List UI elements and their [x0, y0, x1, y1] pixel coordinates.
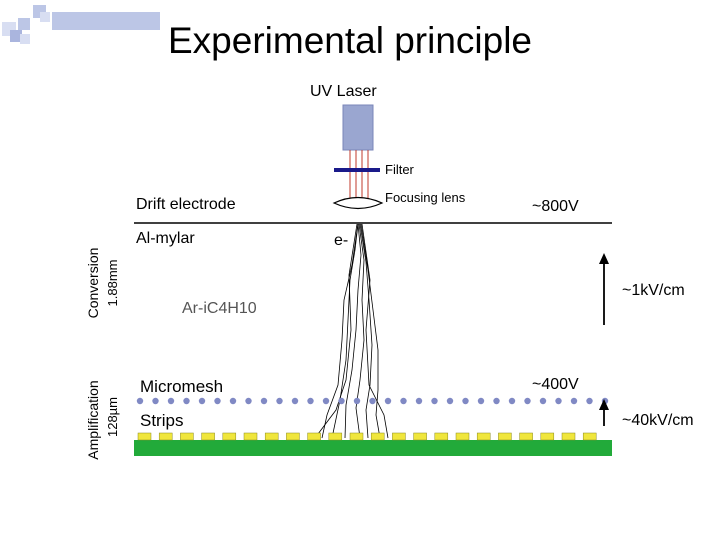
mesh-dot — [369, 397, 376, 405]
drift-voltage-label: ~800V — [532, 198, 579, 215]
mesh-dot — [229, 397, 237, 405]
mesh-dot — [477, 397, 485, 405]
readout-strip — [286, 432, 300, 441]
readout-strip — [413, 432, 427, 441]
mesh-dot — [446, 397, 454, 405]
readout-strip — [540, 432, 555, 441]
mesh-dot — [415, 397, 423, 405]
readout-strip — [307, 432, 321, 441]
readout-strips — [137, 432, 597, 441]
gas-label: Ar-iC4H10 — [182, 300, 257, 317]
mesh-dot — [539, 397, 547, 405]
readout-strip — [243, 432, 258, 441]
mesh-dot — [400, 397, 407, 405]
mesh-dot — [276, 397, 283, 405]
mesh-dot — [384, 397, 392, 405]
strips-label: Strips — [140, 411, 184, 430]
readout-strip — [158, 432, 173, 441]
mesh-dot — [322, 397, 330, 405]
electron-label: e- — [334, 232, 349, 249]
mesh-dot — [198, 397, 206, 405]
mesh-dot — [167, 397, 175, 405]
decorative-squares — [0, 0, 170, 60]
readout-strip — [222, 432, 237, 441]
uv-laser — [342, 104, 374, 151]
readout-strip — [349, 432, 364, 441]
micromesh-dots — [136, 397, 609, 405]
mesh-dot — [462, 397, 469, 405]
mesh-dot — [214, 397, 221, 405]
readout-strip — [498, 432, 512, 441]
mesh-dot — [586, 397, 593, 405]
uv-laser-label: UV Laser — [310, 83, 377, 100]
drift-field-label: ~1kV/cm — [622, 282, 685, 299]
filter-label: Filter — [385, 162, 414, 177]
readout-strip — [370, 432, 385, 441]
readout-strip — [434, 432, 449, 441]
mesh-dot — [493, 397, 500, 405]
mesh-voltage-label: ~400V — [532, 376, 579, 393]
mesh-dot — [291, 397, 299, 405]
mesh-dot — [260, 397, 268, 405]
amplification-region-label: Amplification — [85, 380, 101, 460]
readout-strip — [137, 432, 152, 441]
readout-strip — [201, 432, 215, 441]
drift-electrode-label: Drift electrode — [136, 196, 236, 213]
readout-strip — [455, 432, 470, 441]
readout-strip — [519, 432, 533, 441]
readout-strip — [561, 432, 576, 441]
readout-strip — [476, 432, 491, 441]
mesh-dot — [152, 397, 159, 405]
mesh-dot — [183, 397, 190, 405]
mesh-dot — [431, 397, 438, 405]
mesh-dot — [136, 397, 144, 405]
page-title: Experimental principle — [168, 20, 533, 61]
mesh-dot — [307, 397, 314, 405]
mesh-dot — [508, 397, 516, 405]
readout-strip — [582, 432, 597, 441]
amplification-gap-label: 128µm — [105, 397, 120, 438]
focusing-lens — [332, 196, 384, 210]
mesh-dot — [338, 397, 345, 405]
mesh-dot — [245, 397, 252, 405]
al-mylar-label: Al-mylar — [136, 230, 195, 247]
mesh-dot — [353, 397, 361, 405]
filter — [334, 168, 380, 172]
amplification-field-arrowhead — [599, 399, 609, 410]
mesh-dot — [555, 397, 562, 405]
conversion-region-label: Conversion — [85, 247, 101, 319]
micromesh-label: Micromesh — [140, 377, 224, 396]
readout-board — [134, 440, 612, 456]
amplification-field-label: ~40kV/cm — [622, 412, 694, 429]
electron-tracks — [314, 223, 389, 439]
readout-strip — [180, 432, 194, 441]
conversion-gap-label: 1.88mm — [105, 259, 120, 307]
drift-field-arrowhead — [599, 253, 609, 264]
mesh-dot — [524, 397, 531, 405]
focusing-lens-label: Focusing lens — [385, 190, 466, 205]
mesh-dot — [570, 397, 578, 405]
laser-beam — [349, 150, 369, 199]
readout-strip — [392, 432, 406, 441]
readout-strip — [264, 432, 279, 441]
readout-strip — [328, 432, 343, 441]
